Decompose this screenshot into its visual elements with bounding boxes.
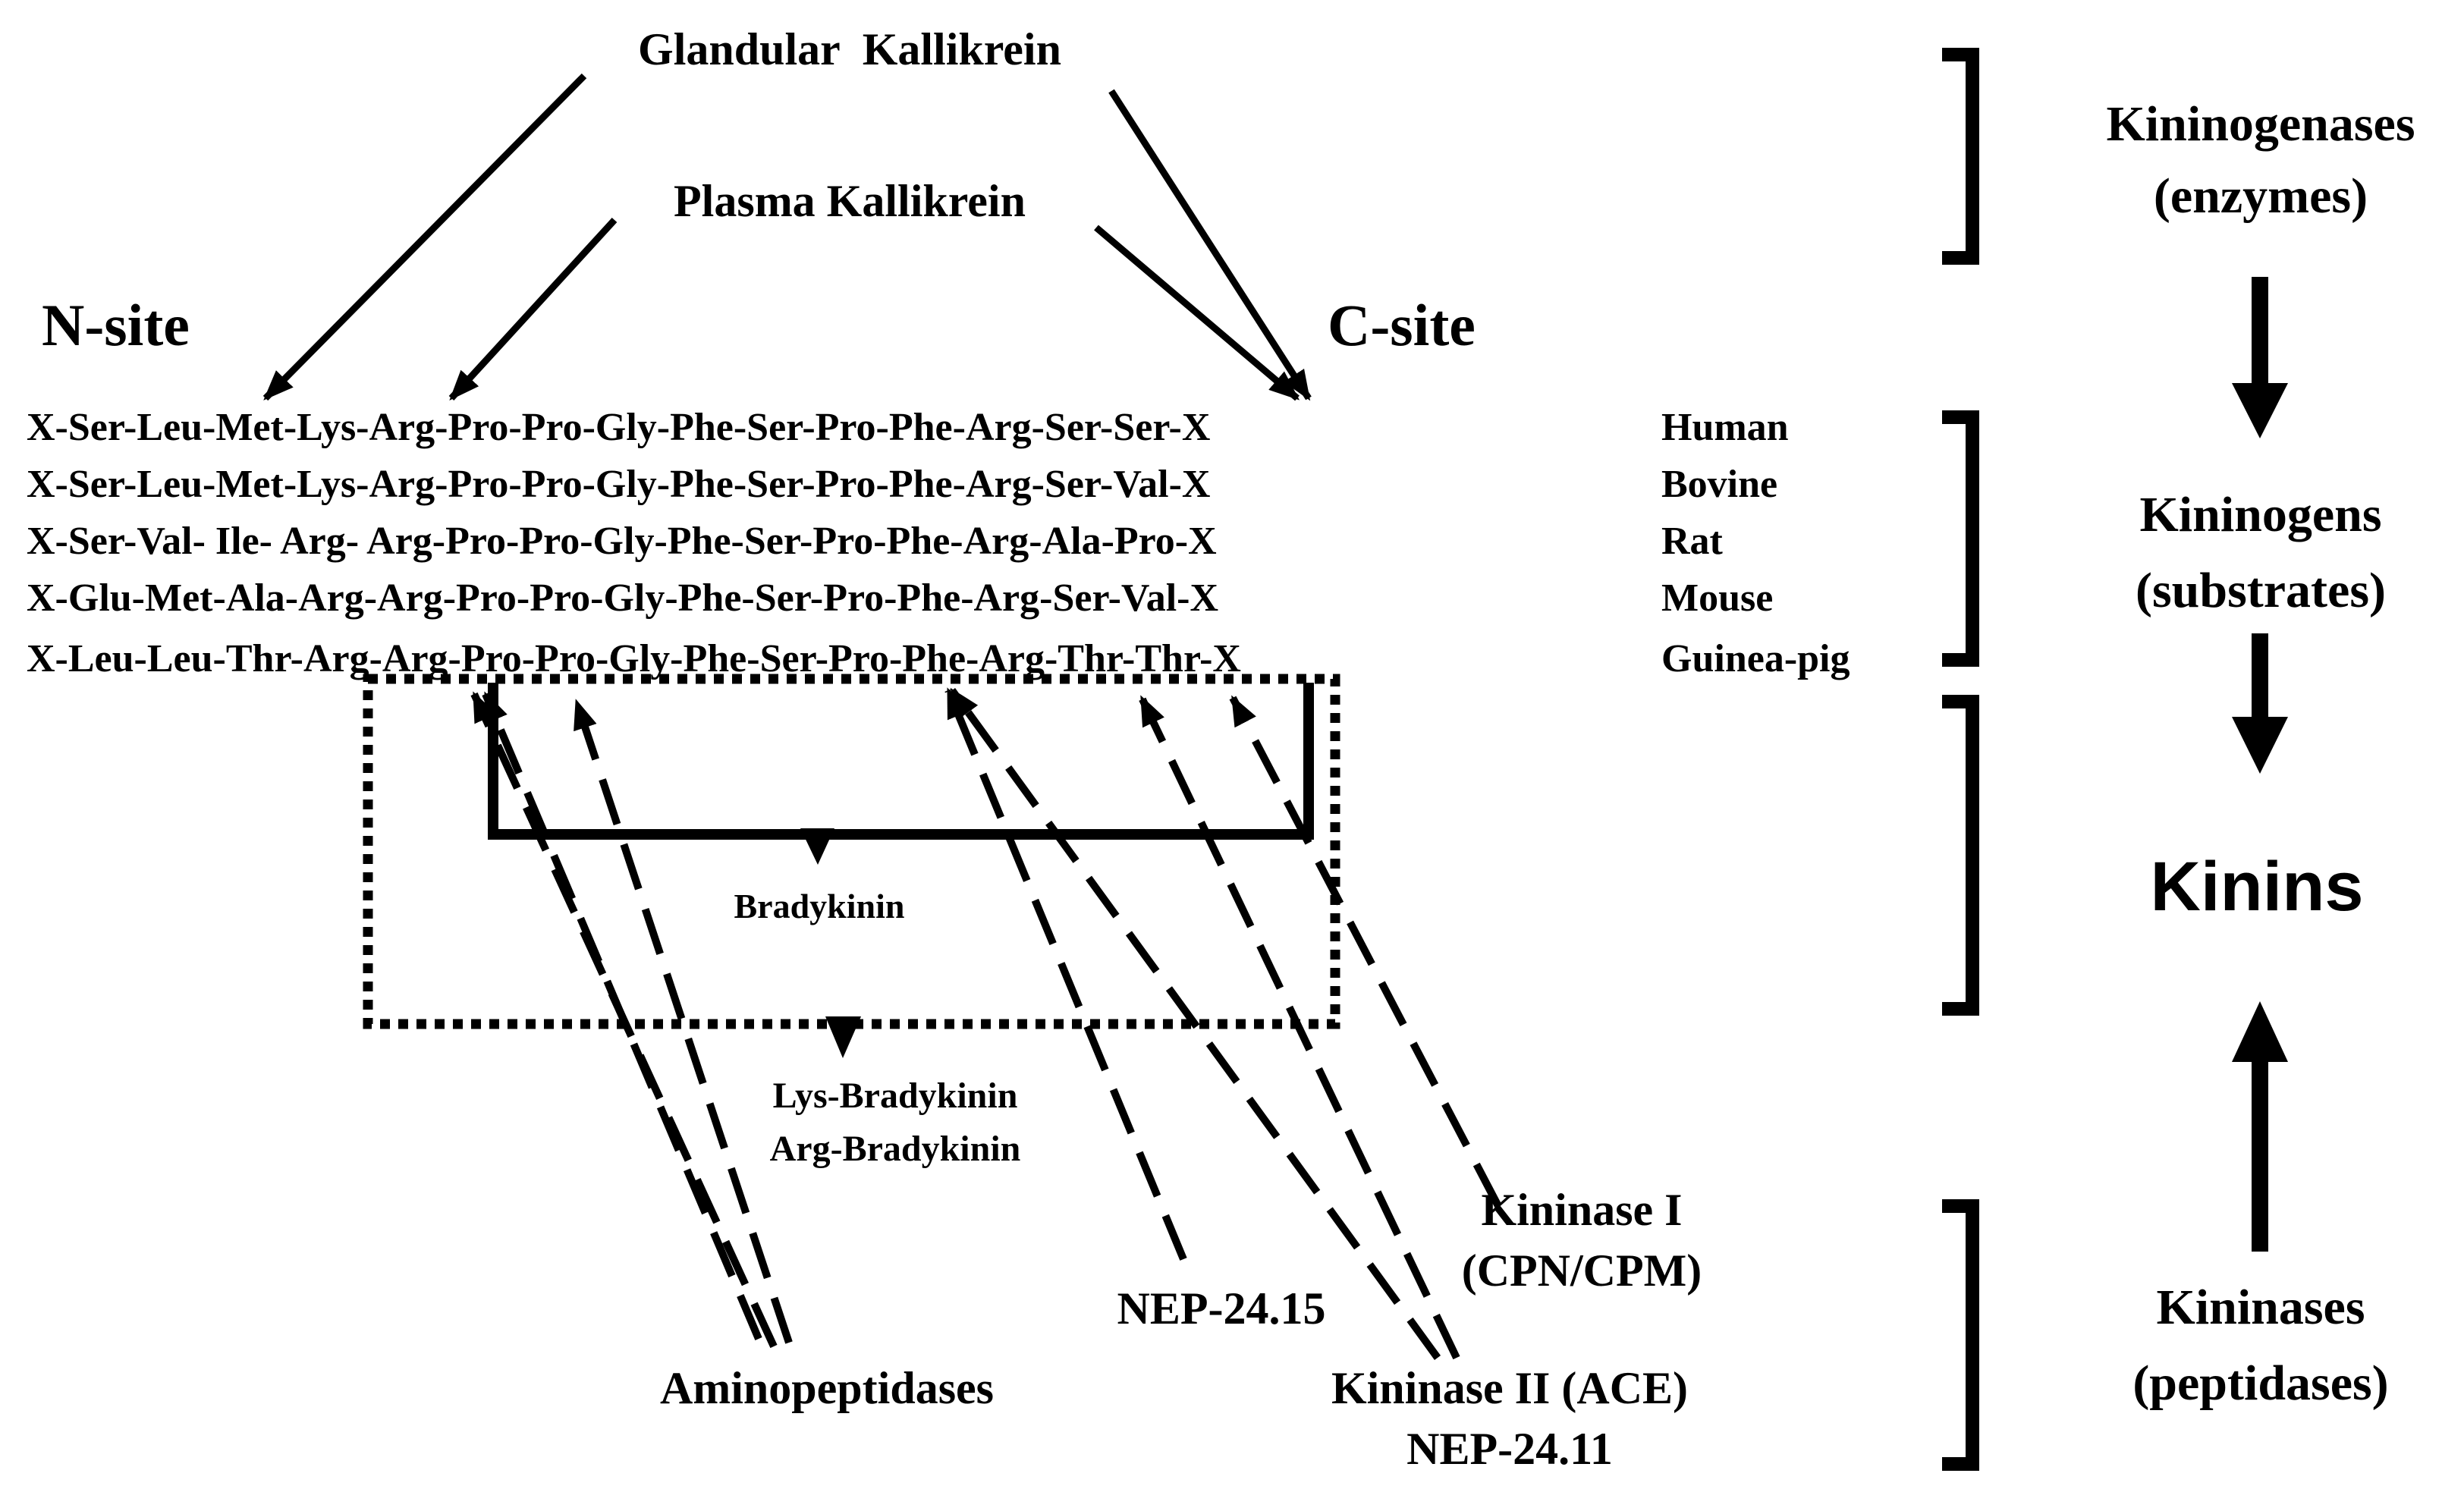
sequence-rat: X-Ser-Val- Ile- Arg- Arg-Pro-Pro-Gly-Phe… — [27, 520, 1217, 563]
kininases-bracket — [1942, 1199, 1979, 1471]
n-site-label: N-site — [42, 292, 190, 358]
kininogenases-to-kininogens-arrow — [2232, 277, 2288, 438]
kallikrein-arrows — [262, 73, 1312, 401]
c-site-label: C-site — [1328, 292, 1476, 358]
plasma-to-n-site-arrow — [448, 217, 618, 401]
peptidase-cleavage-lines — [470, 687, 1502, 1360]
glandular-to-c-site-arrow — [1108, 89, 1312, 401]
kallidin-marker — [825, 1016, 861, 1058]
species-guinea-pig: Guinea-pig — [1661, 637, 1850, 680]
plasma-kallikrein-label: Plasma Kallikrein — [674, 176, 1026, 226]
species-human: Human — [1661, 406, 1789, 449]
kininogenases-bracket — [1942, 48, 1979, 265]
sequence-human: X-Ser-Leu-Met-Lys-Arg-Pro-Pro-Gly-Phe-Se… — [27, 406, 1210, 449]
nep-24-15-line — [944, 687, 1187, 1261]
species-bovine: Bovine — [1661, 463, 1777, 506]
kininases-to-kinins-arrow — [2232, 1001, 2288, 1252]
flow-arrows — [2232, 277, 2288, 1252]
sequence-mouse: X-Glu-Met-Ala-Arg-Arg-Pro-Pro-Gly-Phe-Se… — [27, 576, 1218, 620]
category-brackets — [1942, 48, 1979, 1471]
bradykinin-marker — [800, 828, 834, 865]
arg-bradykinin-label: Arg-Bradykinin — [770, 1129, 1021, 1169]
kinins-bracket — [1942, 695, 1979, 1016]
kininase-ii-label: Kininase II (ACE) — [1331, 1363, 1688, 1413]
kininase-i-label: Kininase I — [1481, 1185, 1682, 1235]
kininase-ii-line-1 — [948, 687, 1441, 1360]
kininogenases-sub-label: (enzymes) — [2154, 168, 2368, 224]
lys-bradykinin-label: Lys-Bradykinin — [773, 1076, 1018, 1116]
aminopeptidases-label: Aminopeptidases — [660, 1363, 994, 1413]
sequence-guinea-pig: X-Leu-Leu-Thr-Arg-Arg-Pro-Pro-Gly-Phe-Se… — [27, 637, 1241, 680]
aminopeptidase-line-3 — [573, 699, 793, 1344]
nep-24-11-label: NEP-24.11 — [1406, 1424, 1613, 1474]
kininogens-label: Kininogens — [2139, 487, 2381, 542]
glandular-to-n-site-arrow — [262, 73, 587, 401]
kininogens-bracket — [1942, 410, 1979, 667]
species-rat: Rat — [1661, 520, 1724, 563]
aminopeptidase-line-2 — [482, 691, 762, 1340]
species-mouse: Mouse — [1661, 576, 1773, 620]
kininases-label: Kininases — [2156, 1280, 2365, 1335]
kinins-label: Kinins — [2150, 848, 2363, 925]
glandular-kallikrein-label: Glandular Kallikrein — [638, 24, 1061, 74]
kininase-i-sub-label: (CPN/CPM) — [1462, 1246, 1702, 1296]
bradykinin-bracket — [488, 683, 1314, 840]
kininase-ii-line-2 — [1138, 695, 1460, 1360]
plasma-to-c-site-arrow — [1094, 225, 1300, 401]
nep-24-15-label: NEP-24.15 — [1117, 1283, 1326, 1334]
kallidin-dotted-box — [363, 674, 1340, 1029]
bradykinin-label: Bradykinin — [734, 887, 905, 925]
kininogens-to-kinins-arrow — [2232, 633, 2288, 774]
kininases-sub-label: (peptidases) — [2132, 1355, 2388, 1411]
kininogenases-label: Kininogenases — [2106, 96, 2415, 152]
kininogens-sub-label: (substrates) — [2136, 563, 2386, 618]
kininase-i-line — [1229, 695, 1502, 1208]
sequence-bovine: X-Ser-Leu-Met-Lys-Arg-Pro-Pro-Gly-Phe-Se… — [27, 463, 1210, 506]
sequence-block: X-Ser-Leu-Met-Lys-Arg-Pro-Pro-Gly-Phe-Se… — [27, 406, 1850, 680]
